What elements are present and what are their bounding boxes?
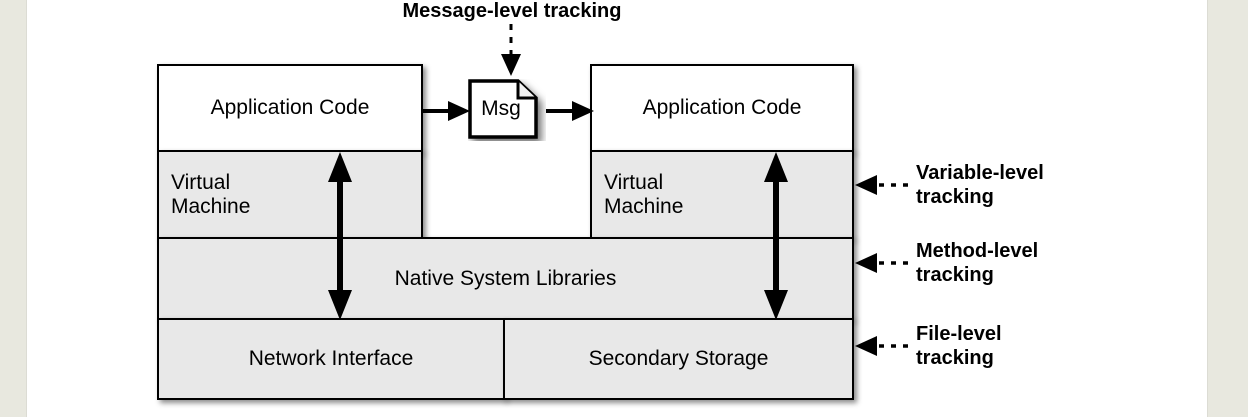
page-edge-right — [1207, 0, 1248, 417]
callout-file-level-label: File-level tracking — [916, 323, 1002, 370]
message-document[interactable]: Msg — [468, 79, 546, 141]
callout-message-level-label: Message-level tracking — [402, 0, 622, 22]
box-application-code-left-label: Application Code — [210, 96, 370, 120]
box-virtual-machine-left-label: Virtual Machine — [171, 170, 251, 218]
box-virtual-machine-left[interactable]: Virtual Machine — [157, 150, 423, 239]
box-native-system-libraries[interactable]: Native System Libraries — [157, 237, 854, 320]
right-arrow-icon-into-msg — [422, 101, 470, 121]
callout-method-level-label: Method-level tracking — [916, 240, 1039, 287]
dashed-left-arrow-icon-method — [855, 253, 910, 274]
dashed-down-arrow-icon — [501, 24, 521, 76]
box-virtual-machine-right[interactable]: Virtual Machine — [590, 150, 854, 239]
dashed-left-arrow-icon-variable — [855, 175, 910, 196]
box-secondary-storage-label: Secondary Storage — [588, 347, 769, 371]
box-network-interface-label: Network Interface — [248, 347, 414, 371]
box-native-system-libraries-label: Native System Libraries — [394, 266, 617, 290]
page-edge-left — [0, 0, 27, 417]
callout-file-level: File-level tracking — [855, 322, 1002, 371]
callout-message-level: Message-level tracking — [352, 0, 672, 76]
box-application-code-right[interactable]: Application Code — [590, 64, 854, 152]
callout-variable-level-label: Variable-level tracking — [916, 162, 1044, 209]
callout-variable-level: Variable-level tracking — [855, 161, 1044, 210]
callout-method-level: Method-level tracking — [855, 239, 1038, 288]
right-arrow-icon-out-of-msg — [546, 101, 594, 121]
box-application-code-left[interactable]: Application Code — [157, 64, 423, 152]
box-secondary-storage[interactable]: Secondary Storage — [503, 318, 854, 400]
message-document-label: Msg — [481, 97, 521, 120]
box-virtual-machine-right-label: Virtual Machine — [604, 170, 684, 218]
box-application-code-right-label: Application Code — [642, 96, 802, 120]
box-network-interface[interactable]: Network Interface — [157, 318, 505, 400]
architecture-stack: Application Code Virtual Machine Applica… — [157, 64, 854, 400]
document-icon — [468, 79, 538, 139]
dashed-left-arrow-icon-file — [855, 336, 910, 357]
